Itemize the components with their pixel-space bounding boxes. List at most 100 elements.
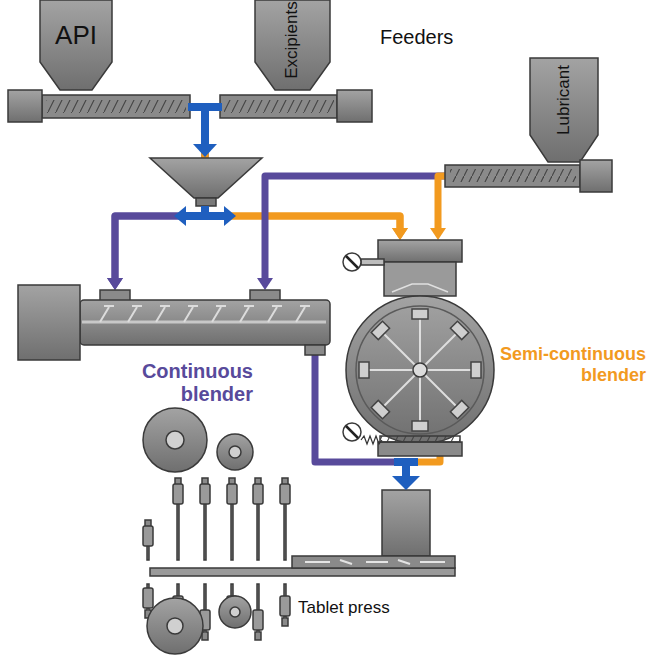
- drum-blade: [412, 309, 428, 319]
- screw-thread: [450, 169, 576, 182]
- blender-paddle: [296, 306, 310, 322]
- mixing-funnel: [150, 158, 262, 206]
- hopper-label: Excipients: [282, 1, 302, 78]
- blender-drum: [346, 296, 494, 444]
- screw-thread: [224, 100, 334, 113]
- drum-blades: [359, 309, 481, 431]
- feed-frame: [382, 490, 430, 556]
- feeder-motor: [337, 90, 372, 122]
- drum-spoke: [419, 370, 421, 422]
- lower-roller: [147, 598, 203, 654]
- tablet-press-body: [143, 408, 455, 654]
- drum-blade: [450, 321, 468, 339]
- blender-paddle: [240, 306, 254, 322]
- hopper-label: Lubricant: [554, 65, 574, 135]
- blender-barrel: [80, 300, 330, 345]
- turret-table: [150, 568, 455, 576]
- node-label: Semi-continuous blender: [492, 344, 646, 385]
- punch-head: [227, 484, 237, 504]
- feeder-hopper: API: [8, 0, 190, 122]
- excipient-feeder: [220, 0, 372, 122]
- blender-paddle: [268, 306, 282, 322]
- feeder-barrel: [445, 165, 580, 187]
- funnel: [150, 158, 262, 198]
- continuous-blender-body: [18, 285, 330, 360]
- drum-ring: [356, 306, 484, 434]
- hopper: [40, 0, 112, 90]
- group-label: Feeders: [380, 26, 453, 49]
- hopper: [530, 58, 598, 162]
- punch-head: [173, 484, 183, 504]
- blender-paddle: [128, 306, 142, 322]
- screw-thread: [46, 100, 186, 113]
- feeder-motor: [580, 160, 612, 192]
- merge-stem: [201, 103, 209, 145]
- split-bar: [184, 212, 226, 220]
- node-label: Continuous blender: [126, 360, 253, 406]
- valve-knob: [343, 423, 361, 441]
- drum-spoke: [420, 369, 472, 371]
- lower-roller: [219, 596, 251, 628]
- drum-blade: [371, 400, 389, 418]
- drum-blade: [450, 400, 468, 418]
- punch-head: [253, 610, 263, 630]
- merge-stem: [402, 458, 410, 478]
- blender-motor: [18, 285, 80, 360]
- api-feeder: [8, 0, 190, 122]
- feeder-barrel: [220, 95, 337, 118]
- roller-axle: [167, 618, 183, 634]
- drum-blade: [371, 321, 389, 339]
- blender-paddle: [156, 306, 170, 322]
- feeder-motor: [8, 90, 42, 122]
- roller-axle: [166, 431, 184, 449]
- discharge-base: [378, 442, 462, 456]
- split-arrow: [174, 206, 236, 226]
- arrowhead: [224, 206, 236, 226]
- feeder-hopper: Excipients: [220, 0, 372, 122]
- blender-paddle: [184, 306, 198, 322]
- drum-hub: [413, 363, 427, 377]
- punch-head: [200, 484, 210, 504]
- upper-roller: [143, 408, 207, 472]
- feed-paddles: [305, 560, 445, 564]
- discharge-gate: [380, 436, 460, 442]
- continuous-blender: Continuous blender: [18, 290, 335, 355]
- feeder-barrel: [42, 95, 190, 118]
- chamber-floor: [392, 284, 448, 292]
- punch-head: [280, 484, 290, 504]
- arrowhead: [193, 144, 217, 157]
- roller-axle: [230, 607, 240, 617]
- hopper: [255, 0, 330, 90]
- press-merge-arrow: [392, 458, 420, 490]
- valve-spring: [361, 436, 382, 444]
- drum-spoke: [420, 333, 457, 370]
- drum-spoke: [419, 318, 421, 370]
- valve-shaft: [361, 259, 384, 265]
- arrowhead: [174, 206, 186, 226]
- blender-paddle: [212, 306, 226, 322]
- valve-lever: [346, 256, 358, 268]
- drum-blade: [471, 362, 481, 378]
- blender-shaft: [82, 321, 326, 324]
- flow-arrow: [438, 176, 445, 230]
- valve-knob: [343, 253, 361, 271]
- drum-spoke: [383, 370, 420, 407]
- feed-merge-arrow: [188, 103, 222, 157]
- lubricant-feeder: [445, 58, 612, 192]
- blender-paddles: [100, 306, 310, 322]
- arrowhead: [392, 476, 420, 490]
- drum-spoke: [420, 370, 457, 407]
- drum-blade: [359, 362, 369, 378]
- punch-head: [143, 588, 153, 608]
- blender-paddle: [100, 306, 114, 322]
- charge-chamber: [384, 262, 456, 296]
- funnel-neck: [196, 198, 216, 206]
- node-label: API: [55, 21, 97, 51]
- roller-axle: [229, 446, 241, 458]
- node-label: Tablet press: [298, 598, 390, 618]
- punch-head: [253, 484, 263, 504]
- punch-head: [280, 596, 290, 616]
- charge-hopper: [378, 240, 462, 262]
- drum-spoke: [383, 333, 420, 370]
